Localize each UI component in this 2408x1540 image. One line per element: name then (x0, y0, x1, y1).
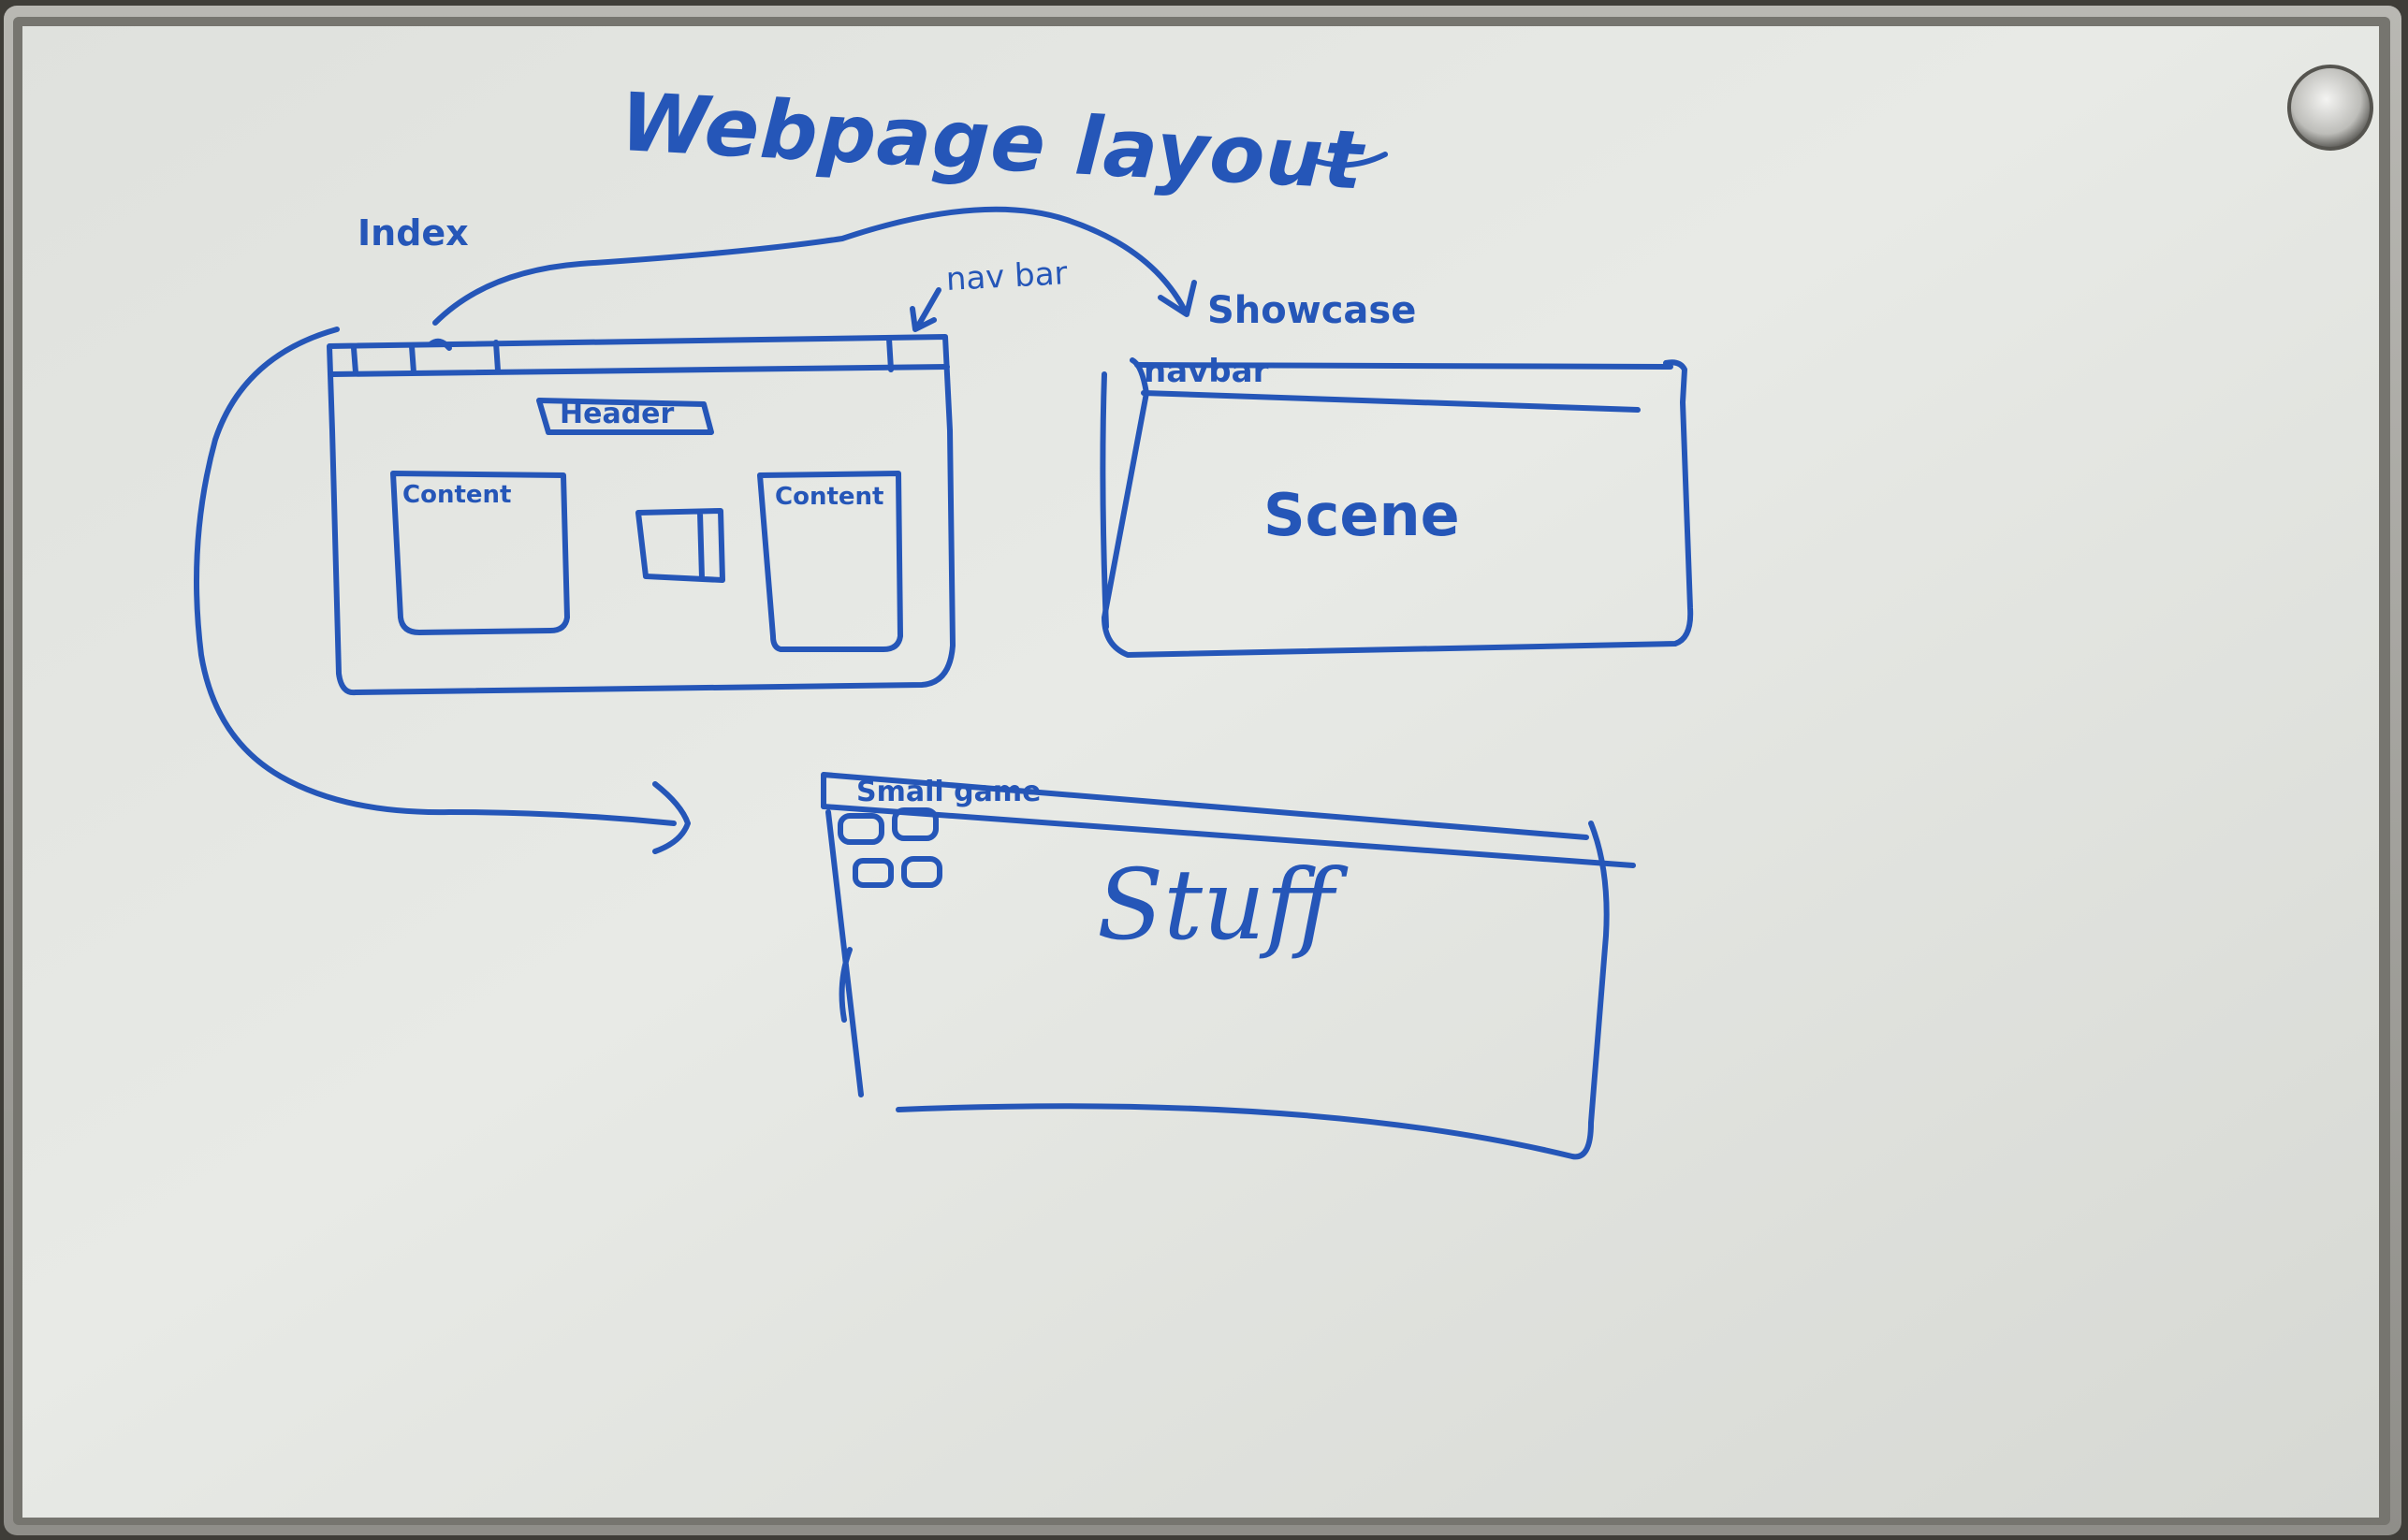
smallgame-stuff-label: Stuff (1097, 848, 1335, 962)
showcase-top-line (1134, 362, 1673, 370)
magnet-icon (2287, 65, 2373, 151)
arrow-index-to-smallgame-head (652, 781, 691, 854)
showcase-navbar-label: navbar (1144, 353, 1269, 390)
navbar-pointer-arrow (914, 287, 941, 330)
index-center-box (635, 508, 725, 583)
index-content-left-box (390, 471, 570, 635)
navbar-note: nav bar (944, 254, 1069, 298)
index-navbar-line (330, 364, 950, 377)
showcase-scene-label: Scene (1263, 481, 1460, 549)
index-content-left-label: Content (402, 481, 512, 509)
arrow-index-to-smallgame (194, 327, 677, 826)
board-surface (22, 26, 2379, 1518)
index-nav-link-sketch (428, 338, 452, 351)
navbar-pointer-arrow-head (910, 306, 937, 332)
arrow-index-to-showcase (432, 206, 1187, 326)
smallgame-right-bottom-edge (896, 821, 1610, 1160)
smallgame-left-edge (825, 809, 864, 1097)
index-window-outline (327, 334, 956, 696)
index-label: Index (358, 212, 469, 254)
index-content-right-label: Content (775, 483, 884, 511)
smallgame-navbar-line (821, 804, 1636, 868)
smallgame-icon-box-4 (901, 856, 942, 888)
index-header-label: Header (560, 398, 675, 430)
smallgame-label: Small game (856, 776, 1042, 808)
showcase-left-edge (1100, 371, 1109, 630)
showcase-window-outline (1102, 357, 1694, 658)
arrow-index-to-showcase-head (1158, 280, 1197, 317)
showcase-navbar-line (1141, 390, 1641, 413)
smallgame-icon-box-1 (838, 813, 884, 845)
smallgame-icon-box-3 (853, 858, 894, 888)
index-navbar-end-divider (886, 336, 894, 372)
showcase-label: Showcase (1207, 289, 1417, 332)
smallgame-top-line (821, 772, 1589, 840)
index-content-right-box (757, 471, 903, 652)
index-tab-dividers (351, 340, 501, 375)
marker-strokes (194, 152, 1694, 1160)
smallgame-icon-box-2 (892, 807, 939, 841)
index-header-box (536, 398, 714, 435)
title-flourish (1307, 152, 1388, 168)
